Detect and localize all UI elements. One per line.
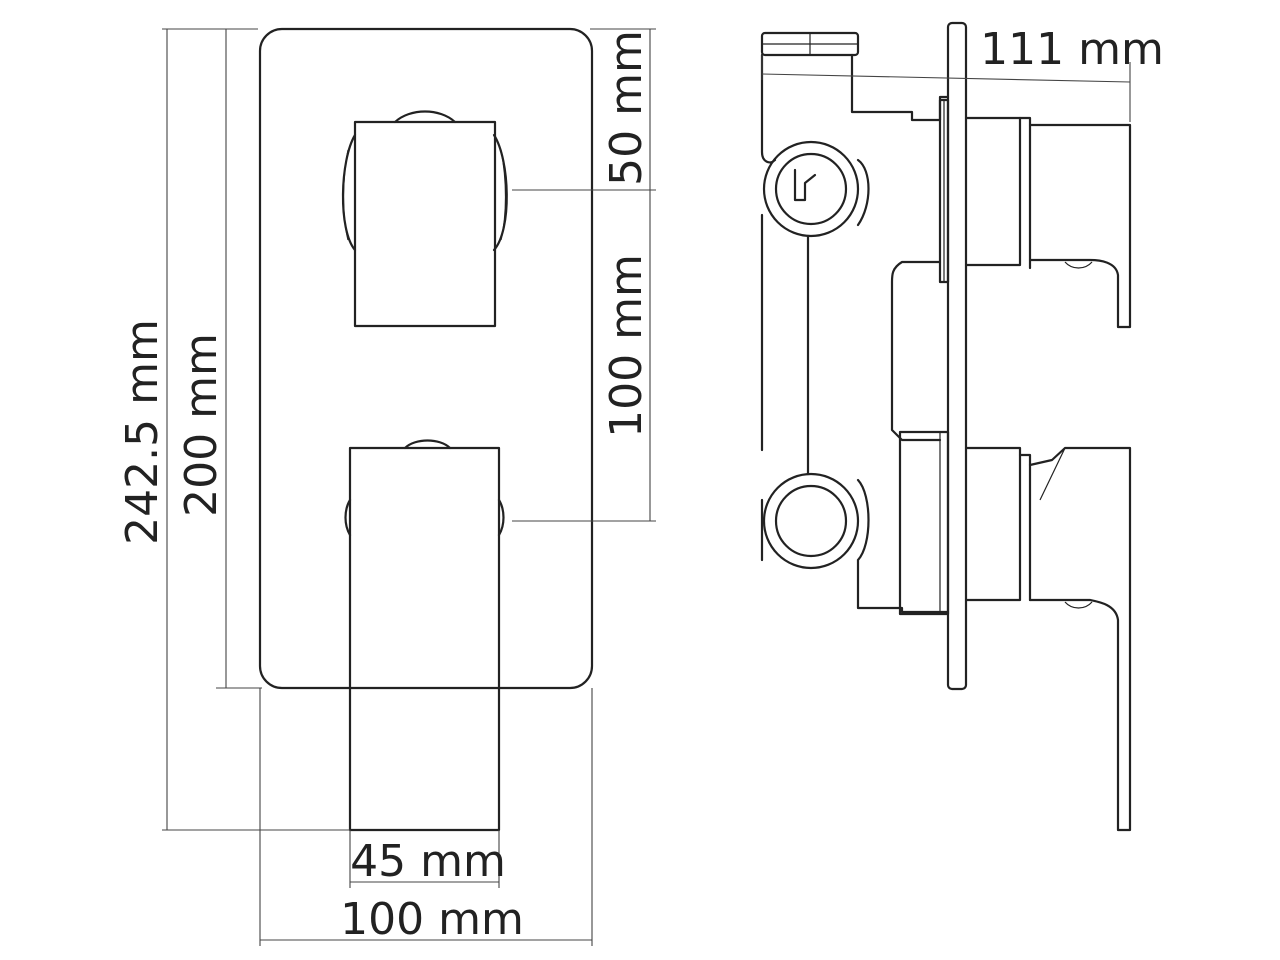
lower-lever — [344, 439, 505, 832]
cover-plate — [258, 27, 594, 690]
upper-cartridge — [938, 98, 950, 284]
depth-label: 111 mm — [980, 24, 1164, 75]
valve-body — [760, 53, 950, 614]
handle-width-label: 45 mm — [350, 836, 506, 887]
handle-spacing-label: 100 mm — [601, 254, 652, 438]
lower-lever-side — [964, 446, 1132, 832]
overall-height-label: 242.5 mm — [117, 319, 168, 545]
plate-width-dimension: 100 mm — [259, 688, 593, 946]
lower-cartridge — [898, 430, 950, 616]
upper-port — [762, 140, 860, 238]
plate-width-label: 100 mm — [340, 894, 524, 945]
depth-dimension: 111 mm — [761, 24, 1164, 122]
upper-knob — [341, 110, 508, 328]
side-cover-plate — [946, 21, 968, 691]
front-view: 242.5 mm 200 mm 50 mm 100 mm 45 mm — [117, 27, 656, 946]
upper-knob-side — [964, 116, 1132, 329]
handle-width-dimension: 45 mm — [349, 830, 506, 888]
plate-height-dimension: 200 mm — [176, 29, 262, 689]
lower-port — [762, 472, 860, 570]
overall-height-dimension: 242.5 mm — [117, 28, 350, 831]
mounting-bracket — [760, 31, 860, 57]
plate-height-label: 200 mm — [176, 333, 227, 517]
handle-spacing-dimension: 100 mm — [512, 190, 656, 522]
side-view: 111 mm — [760, 21, 1164, 832]
upper-offset-label: 50 mm — [601, 30, 652, 186]
upper-offset-dimension: 50 mm — [512, 28, 656, 191]
